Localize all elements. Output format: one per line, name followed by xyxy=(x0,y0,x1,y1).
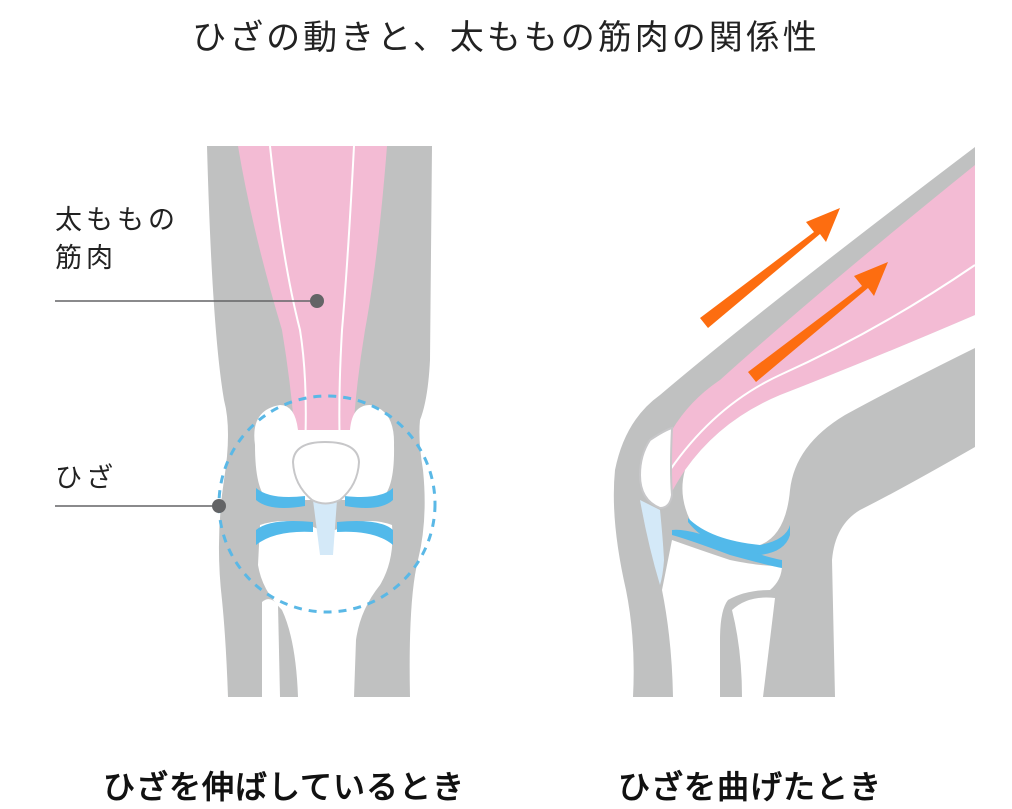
bent-thigh-muscle xyxy=(667,165,975,500)
tibia-bone xyxy=(258,521,393,697)
bent-patella xyxy=(638,426,674,510)
bent-tibia xyxy=(662,540,782,697)
arrow-icon xyxy=(700,208,888,382)
caption-bent: ひざを曲げたとき xyxy=(618,768,883,806)
patellar-ligament xyxy=(313,500,337,555)
bent-knee-diagram xyxy=(613,147,976,697)
thigh-muscle-pointer xyxy=(55,294,324,308)
caption-extended: ひざを伸ばしているとき xyxy=(103,768,466,806)
meniscus-lower-left xyxy=(256,521,313,545)
label-thigh-muscle-line1: 太ももの xyxy=(55,205,179,236)
patella xyxy=(291,440,361,505)
femur-bone-side xyxy=(682,315,975,546)
knee-pointer xyxy=(55,499,226,513)
extended-knee-diagram xyxy=(207,145,437,697)
bent-cartilage-upper xyxy=(688,518,790,555)
page-title: ひざの動きと、太ももの筋肉の関係性 xyxy=(192,18,820,58)
bent-patellar-ligament xyxy=(640,500,664,585)
meniscus-upper-left xyxy=(256,488,305,508)
label-thigh-muscle-line2: 筋肉 xyxy=(55,242,117,274)
label-knee: ひざ xyxy=(55,463,117,494)
bent-cartilage-lower xyxy=(672,529,782,568)
label-thigh-muscle: 太ももの 筋肉 xyxy=(55,202,179,278)
bent-fibula xyxy=(732,597,775,697)
meniscus-lower-right xyxy=(337,521,393,545)
knee-highlight-circle xyxy=(217,394,437,614)
meniscus-upper-right xyxy=(345,488,393,508)
fibula-bone xyxy=(262,599,280,697)
